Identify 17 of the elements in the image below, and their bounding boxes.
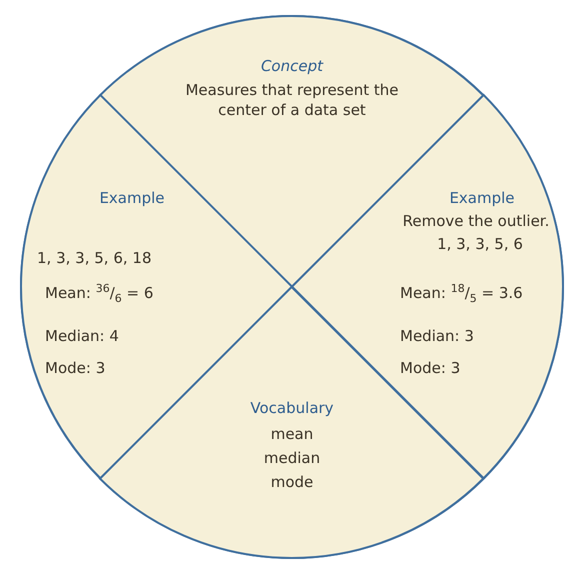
statistic-text: Median: 3 <box>400 326 474 346</box>
section-heading: Example <box>448 188 516 208</box>
section-heading: Example <box>98 188 166 208</box>
statistic-text: Median: 4 <box>45 326 119 346</box>
section-heading: Concept <box>260 56 324 76</box>
vocabulary-word: median <box>262 448 322 468</box>
vocabulary-word: mode <box>270 472 314 492</box>
section-heading: Vocabulary <box>249 398 335 418</box>
statistic-text: Mean: $^{18}$/$_{5}$ = 3.6 <box>400 282 523 307</box>
data-list: 1, 3, 3, 5, 6, 18 <box>37 248 152 268</box>
instruction-text: Remove the outlier. <box>402 210 550 232</box>
statistic-text: Mean: $^{36}$/$_{6}$ = 6 <box>45 282 154 307</box>
statistic-text: Mode: 3 <box>400 358 460 378</box>
definition-text: Measures that represent the center of a data set <box>184 80 400 120</box>
statistic-text: Mode: 3 <box>45 358 106 378</box>
data-list: 1, 3, 3, 5, 6 <box>400 234 560 254</box>
vocabulary-word: mean <box>270 424 314 444</box>
